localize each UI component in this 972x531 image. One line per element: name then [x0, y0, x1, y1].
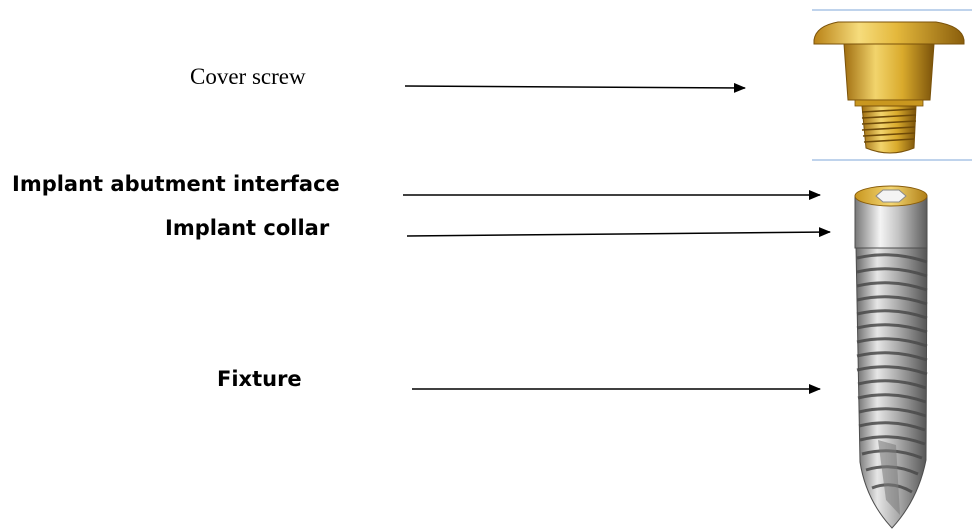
cover-screw-illustration	[813, 21, 965, 154]
cover-screw-label: Cover screw	[190, 64, 306, 89]
implant-abutment-interface-label: Implant abutment interface	[12, 172, 340, 196]
cover-screw-arrow	[404, 82, 746, 93]
implant-fixture-illustration	[854, 185, 928, 529]
implant-collar-label: Implant collar	[165, 216, 330, 240]
fixture-label: Fixture	[217, 367, 302, 391]
collar-arrow	[406, 227, 831, 238]
